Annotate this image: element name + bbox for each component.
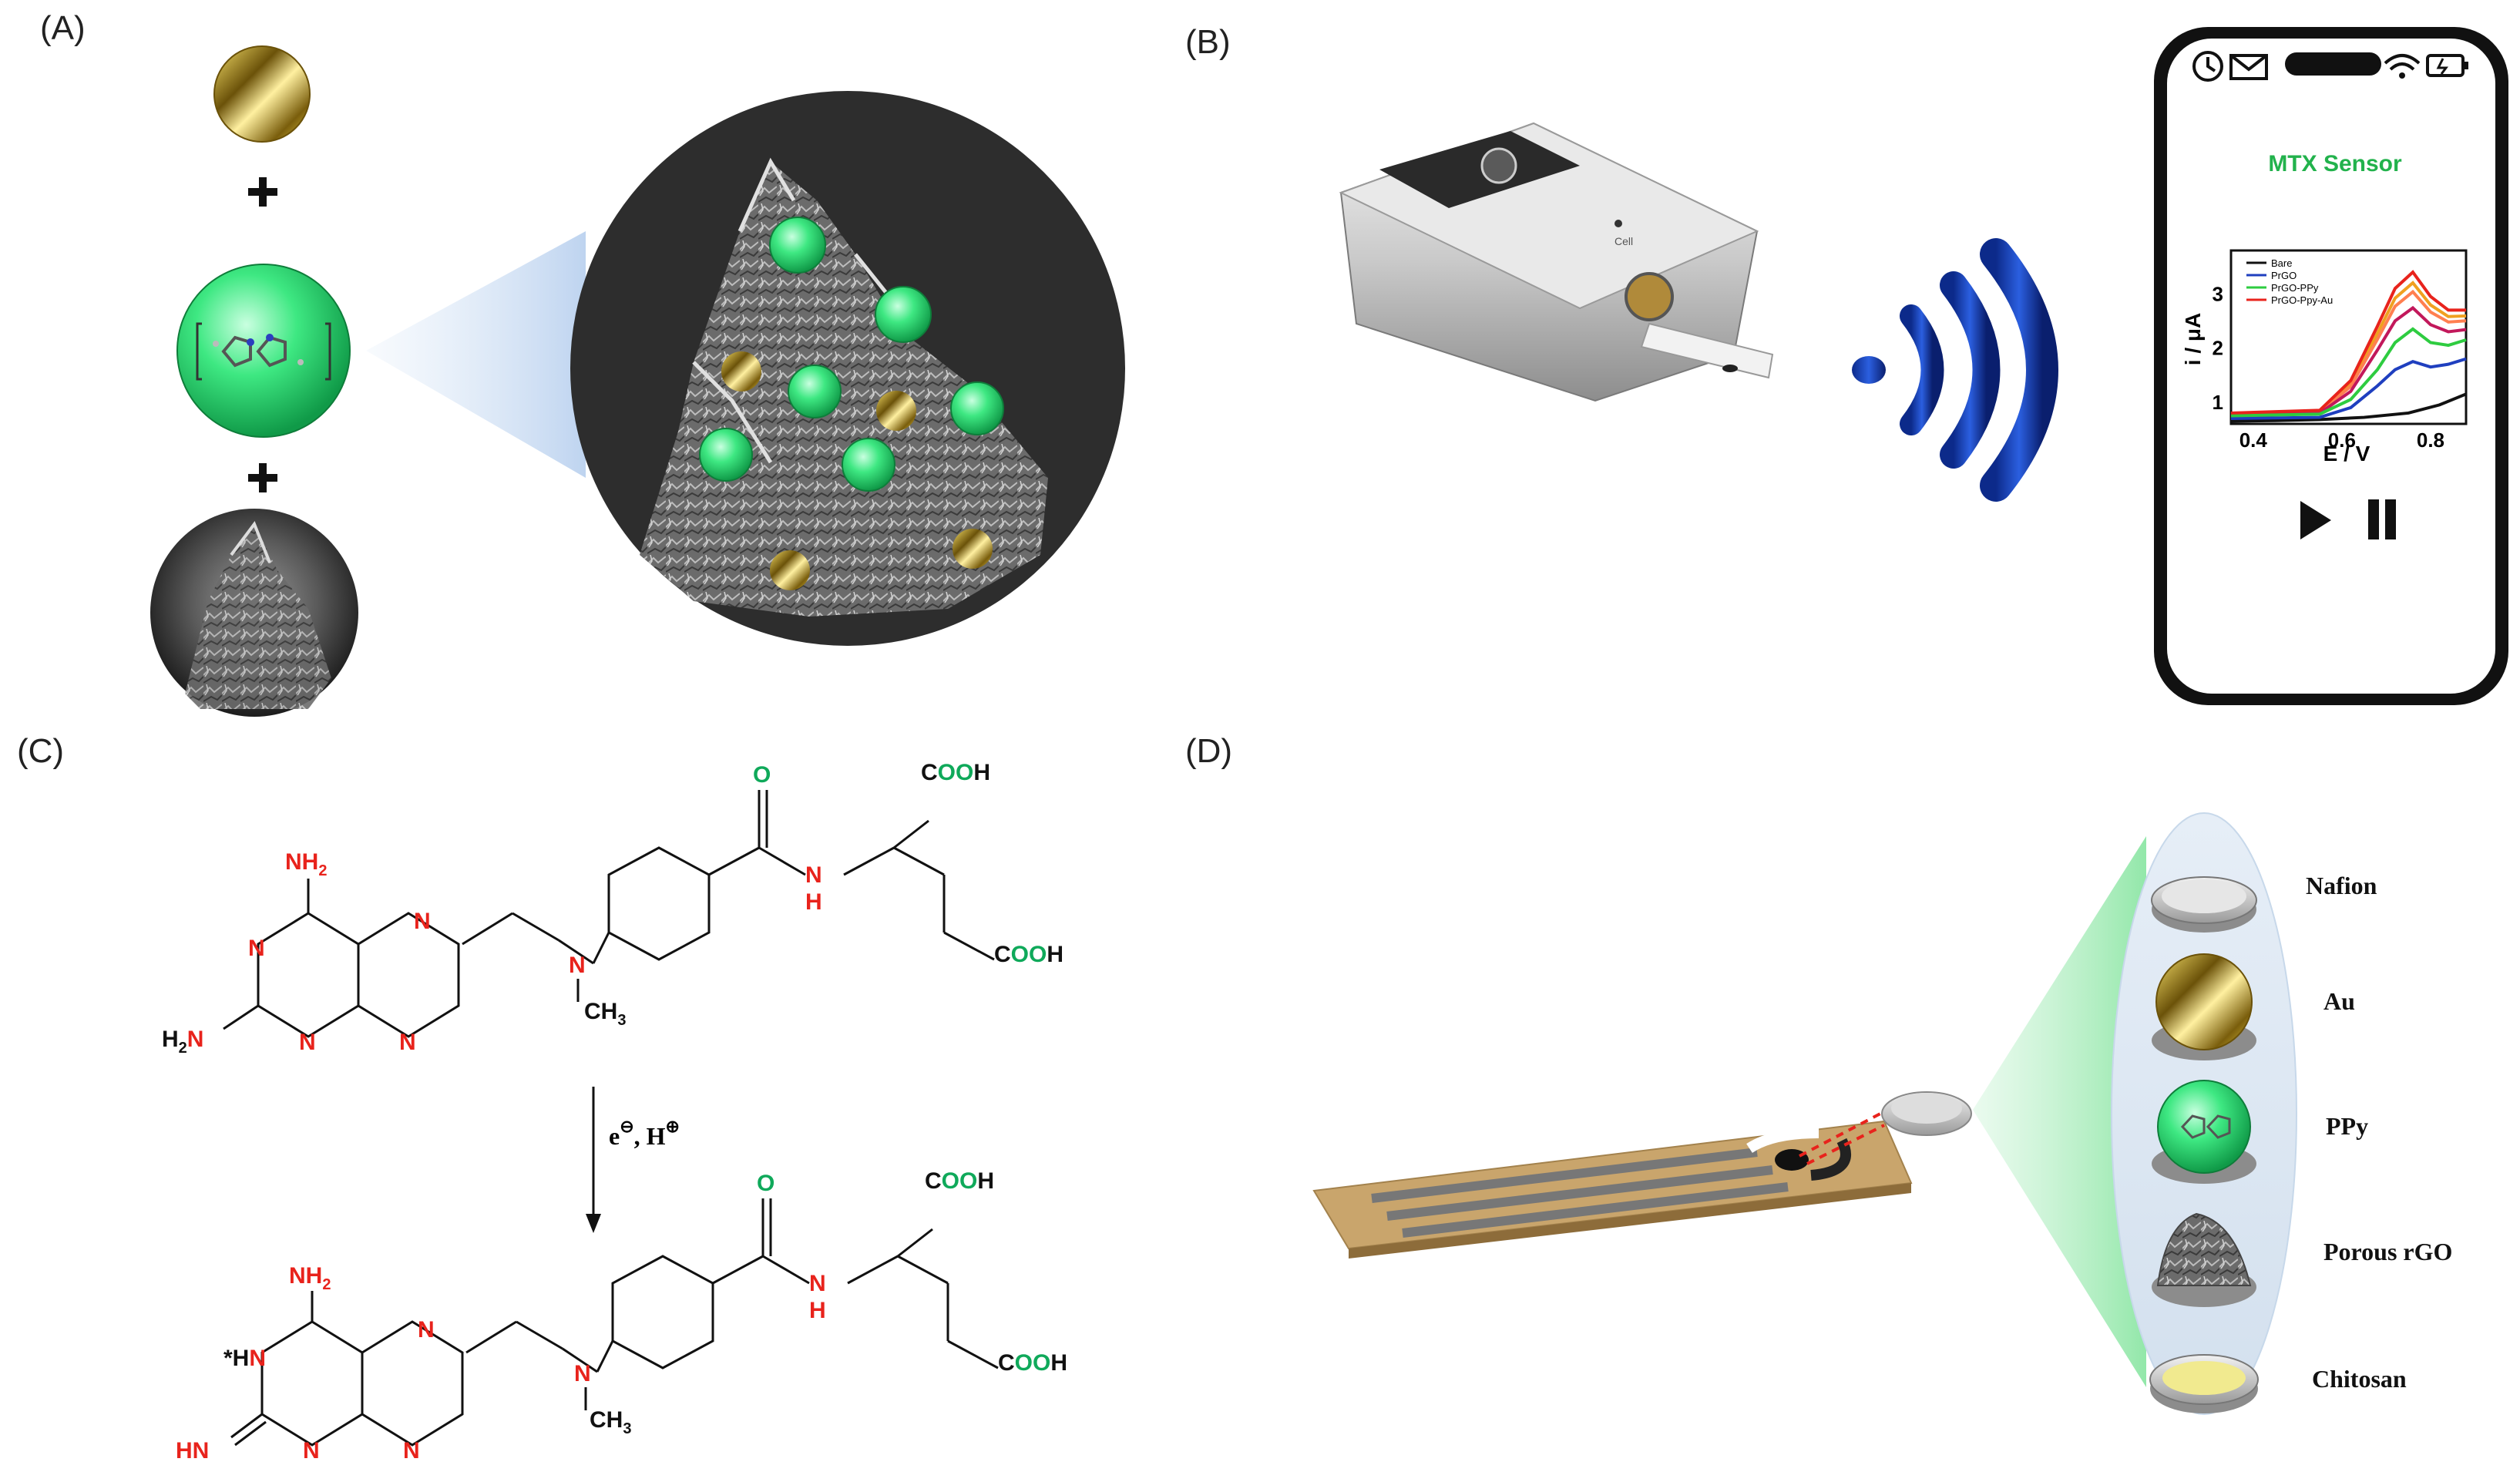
panel-d: Nafion Au PPy Porous rGO Chitosan <box>1312 812 2452 1415</box>
atom-label: N <box>248 936 265 961</box>
atom-label: CH3 <box>584 999 626 1029</box>
atom-label: NH2 <box>285 849 327 879</box>
wifi-icon <box>2384 54 2421 79</box>
atom-label: N <box>299 1030 316 1055</box>
atom-label: *HN <box>223 1346 266 1371</box>
chart-x-tick-label: 0.4 <box>2239 428 2268 452</box>
atom-label: H <box>805 889 822 915</box>
atom-label: NH2 <box>289 1263 331 1293</box>
layer-nafion <box>2151 876 2257 933</box>
panel-d-label: (D) <box>1185 732 1233 770</box>
legend-entry: PrGO <box>2271 270 2297 281</box>
reaction-arrow: e⊖, H⊕ <box>586 1087 680 1233</box>
layer-label-chitosan: Chitosan <box>2312 1365 2407 1393</box>
atom-label: N <box>569 953 586 978</box>
chart-series-line <box>2230 357 2467 420</box>
chart-series-line <box>2230 392 2467 423</box>
layer-au <box>2152 953 2256 1060</box>
layer-porous-rgo <box>2152 1212 2256 1307</box>
cv-chart: 0.4 0.6 0.8 1 2 3 BarePrGOPrGO-PPyPrGO-Ppy-Au… <box>2181 249 2468 465</box>
reaction-conditions: e⊖, H⊕ <box>609 1117 680 1150</box>
wireless-signal-icon <box>1852 238 2058 502</box>
porous-rgo-sem-image <box>150 509 358 717</box>
reduced-methotrexate-labels: NH2 *HN N N N HN N CH3 O N H COOH COOH <box>176 1168 1067 1464</box>
chart-x-tick-label: 0.6 <box>2328 428 2356 452</box>
chart-ticks-group: 0.4 0.6 0.8 1 2 3 <box>2213 282 2445 452</box>
zoom-beam <box>1973 836 2146 1387</box>
layer-label-porous-rgo: Porous rGO <box>2323 1238 2452 1265</box>
smartphone: MTX Sensor 0.4 0.6 0.8 1 2 3 BarePrGOPrGO-PPy… <box>2154 27 2508 705</box>
legend-entry: Bare <box>2271 257 2292 269</box>
plus-icon <box>248 177 277 207</box>
atom-label: N <box>303 1438 320 1464</box>
chart-y-axis-label: i / μA <box>2181 313 2205 365</box>
play-icon[interactable] <box>2300 501 2331 539</box>
atom-label: N <box>414 909 431 934</box>
plus-icon <box>248 463 277 492</box>
zoom-beam <box>366 231 586 478</box>
chart-plot-area <box>2229 249 2468 425</box>
atom-label: N <box>418 1317 435 1343</box>
polypyrrole-sphere-icon <box>176 264 351 438</box>
atom-label: O <box>757 1171 774 1196</box>
potentiostat-device: Cell <box>1339 122 1774 402</box>
device-cell-text: Cell <box>1614 235 1633 247</box>
legend-entry: PrGO-PPy <box>2271 282 2319 294</box>
chart-y-tick-label: 3 <box>2213 282 2223 305</box>
atom-label: COOH <box>994 942 1063 967</box>
atom-label: N <box>403 1438 420 1464</box>
atom-label: COOH <box>998 1350 1067 1376</box>
chart-y-tick-label: 2 <box>2213 337 2223 360</box>
chart-x-axis-label: E / V <box>2323 442 2370 465</box>
methotrexate-structure <box>223 790 995 1038</box>
chart-series-line <box>2230 327 2467 418</box>
layer-label-nafion: Nafion <box>2306 872 2377 899</box>
modified-electrode-disk <box>1881 1091 1972 1136</box>
panel-b: Cell <box>1339 27 2508 705</box>
phone-app-title: MTX Sensor <box>2268 151 2402 176</box>
atom-label: HN <box>176 1438 209 1464</box>
panel-b-label: (B) <box>1185 23 1231 61</box>
pause-icon[interactable] <box>2368 499 2379 539</box>
composite-sem-image <box>570 91 1125 646</box>
battery-icon <box>2426 54 2468 77</box>
layer-chitosan <box>2149 1354 2259 1413</box>
methotrexate-labels: NH2 N N N N H2N N CH3 O N H COOH COOH <box>162 760 1063 1057</box>
chart-extra-curve <box>2230 305 2467 417</box>
chart-y-tick-label: 1 <box>2213 391 2223 414</box>
layer-label-ppy: PPy <box>2326 1112 2368 1140</box>
atom-label: H <box>809 1298 826 1323</box>
screen-printed-electrode <box>1312 1112 1913 1259</box>
atom-label: COOH <box>921 760 990 785</box>
atom-label: CH3 <box>590 1407 631 1437</box>
atom-label: N <box>574 1361 591 1386</box>
layer-ppy <box>2152 1080 2256 1184</box>
panel-a-label: (A) <box>40 9 86 47</box>
panel-c: NH2 N N N N H2N N CH3 O N H COOH COOH e⊖… <box>162 760 1067 1464</box>
reduced-methotrexate-structure <box>230 1198 999 1447</box>
atom-label: N <box>805 862 822 888</box>
layer-label-au: Au <box>2323 987 2355 1015</box>
chart-series-line <box>2230 270 2466 415</box>
mail-icon <box>2229 54 2268 80</box>
legend-entry: PrGO-Ppy-Au <box>2271 294 2333 306</box>
panel-c-label: (C) <box>17 732 65 770</box>
atom-label: N <box>399 1030 416 1055</box>
chart-extra-curve <box>2230 289 2467 416</box>
atom-label: O <box>753 762 771 788</box>
atom-label: H2N <box>162 1027 203 1057</box>
chart-x-tick-label: 0.8 <box>2417 428 2444 452</box>
gold-nanoparticle-icon <box>213 45 311 143</box>
atom-label: N <box>809 1271 826 1296</box>
panel-a <box>150 45 1125 717</box>
chart-series-group <box>2230 270 2467 423</box>
clock-icon <box>2192 51 2223 82</box>
atom-label: COOH <box>925 1168 994 1194</box>
pause-icon[interactable] <box>2385 499 2396 539</box>
